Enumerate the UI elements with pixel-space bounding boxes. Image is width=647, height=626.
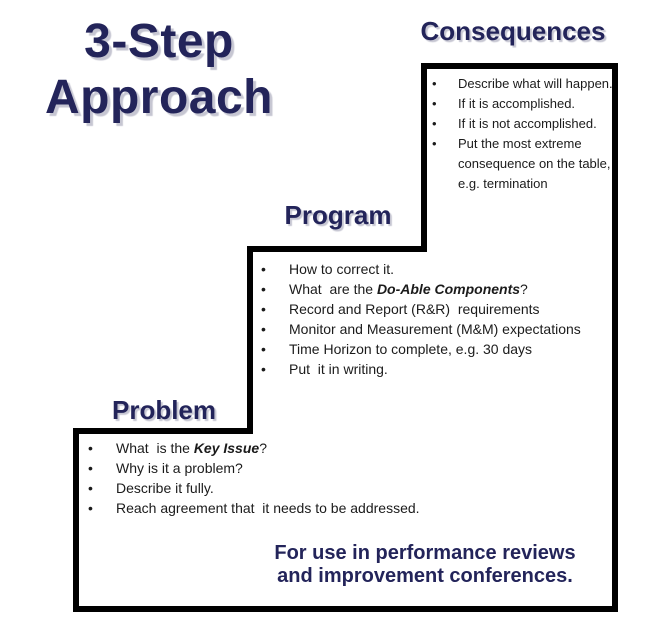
program-list-item: • Record and Report (R&R) requirements [257,299,597,319]
main-title-line2: Approach [44,71,273,124]
bullet-text: How to correct it. [289,261,395,277]
bullet-icon: • [261,361,266,377]
problem-list-item: • What is the Key Issue? [84,438,524,458]
program-bullet-list: • How to correct it. • What are the Do-A… [257,259,597,379]
bullet-text: Monitor and Measurement (M&M) expectatio… [289,321,581,337]
footer-note: For use in performance reviews and impro… [230,542,620,588]
program-list-item: • Put it in writing. [257,359,597,379]
problem-bullet-list: • What is the Key Issue? • Why is it a p… [84,438,524,518]
bullet-text-suffix: ? [259,440,267,456]
bullet-icon: • [88,460,93,476]
bullet-text: Reach agreement that it needs to be addr… [116,500,420,516]
main-title-line1: 3-Step [84,15,234,68]
consequences-list-item: • If it is accomplished. [428,94,620,114]
bullet-text: What is the Key Issue? [116,438,267,458]
bullet-text: Record and Report (R&R) requirements [289,301,540,317]
bullet-icon: • [88,500,93,516]
bullet-text-suffix: ? [520,281,528,297]
bullet-text: Describe it fully. [116,480,214,496]
bullet-icon: • [261,281,266,297]
bullet-icon: • [432,116,437,131]
problem-list-item: • Describe it fully. [84,478,524,498]
bullet-icon: • [88,480,93,496]
bullet-text-prefix: What is the [116,440,194,456]
program-list-item: • Time Horizon to complete, e.g. 30 days [257,339,597,359]
bullet-text: If it is not accomplished. [458,116,597,131]
program-list-item: • What are the Do-Able Components? [257,279,597,299]
problem-list-item: • Reach agreement that it needs to be ad… [84,498,524,518]
bullet-icon: • [261,321,266,337]
bullet-text: What are the Do-Able Components? [289,279,528,299]
main-title: 3-Step Approach [20,14,298,126]
footer-line2: and improvement conferences. [277,565,573,587]
bullet-icon: • [261,301,266,317]
problem-list-item: • Why is it a problem? [84,458,524,478]
program-heading: Program [284,200,392,230]
consequences-bullet-list: • Describe what will happen. • If it is … [428,74,620,194]
bullet-text: Describe what will happen. [458,76,613,91]
footer-line1: For use in performance reviews [274,542,576,564]
bullet-text: Time Horizon to complete, e.g. 30 days [289,341,533,357]
bullet-text-emphasis: Do-Able Components [376,281,521,297]
bullet-text: Put the most extreme consequence on the … [458,136,615,191]
consequences-list-item: • If it is not accomplished. [428,114,620,134]
bullet-icon: • [261,341,266,357]
bullet-text: Put it in writing. [289,361,388,377]
consequences-list-item: • Put the most extreme consequence on th… [428,134,620,194]
program-list-item: • Monitor and Measurement (M&M) expectat… [257,319,597,339]
program-list-item: • How to correct it. [257,259,597,279]
bullet-text: Why is it a problem? [116,460,243,476]
bullet-icon: • [261,261,266,277]
bullet-icon: • [88,440,93,456]
consequences-heading: Consequences [420,16,606,46]
bullet-icon: • [432,136,437,151]
consequences-list-item: • Describe what will happen. [428,74,620,94]
bullet-text-prefix: What are the [289,281,377,297]
bullet-icon: • [432,76,437,91]
staircase-path [73,63,618,612]
bullet-text-emphasis: Key Issue [193,440,260,456]
problem-heading: Problem [111,395,217,425]
bullet-text: If it is accomplished. [458,96,576,111]
bullet-icon: • [432,96,437,111]
